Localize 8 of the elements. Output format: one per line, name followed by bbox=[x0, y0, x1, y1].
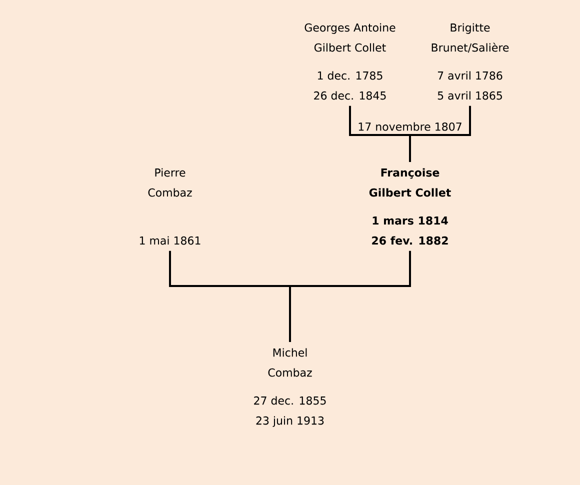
person-entry: Françoise Gilbert Collet 1 mars 1814 26 fev. 1882 bbox=[369, 168, 451, 245]
person-entry: Georges Antoine Gilbert Collet 1 dec. 1785 26 dec. 1845 bbox=[304, 23, 396, 100]
person-entry: Brigitte Brunet/Salière 7 avril 1786 5 avril 1865 bbox=[432, 23, 509, 100]
person-entry: Pierre Combaz 1 mai 1861 bbox=[140, 168, 200, 245]
connector-line bbox=[409, 106, 471, 162]
person-entry: Michel Combaz 27 dec. 1855 23 juin 1913 bbox=[254, 348, 326, 427]
edge-label: 17 novembre 1807 bbox=[356, 121, 464, 132]
connector-line bbox=[289, 250, 411, 342]
